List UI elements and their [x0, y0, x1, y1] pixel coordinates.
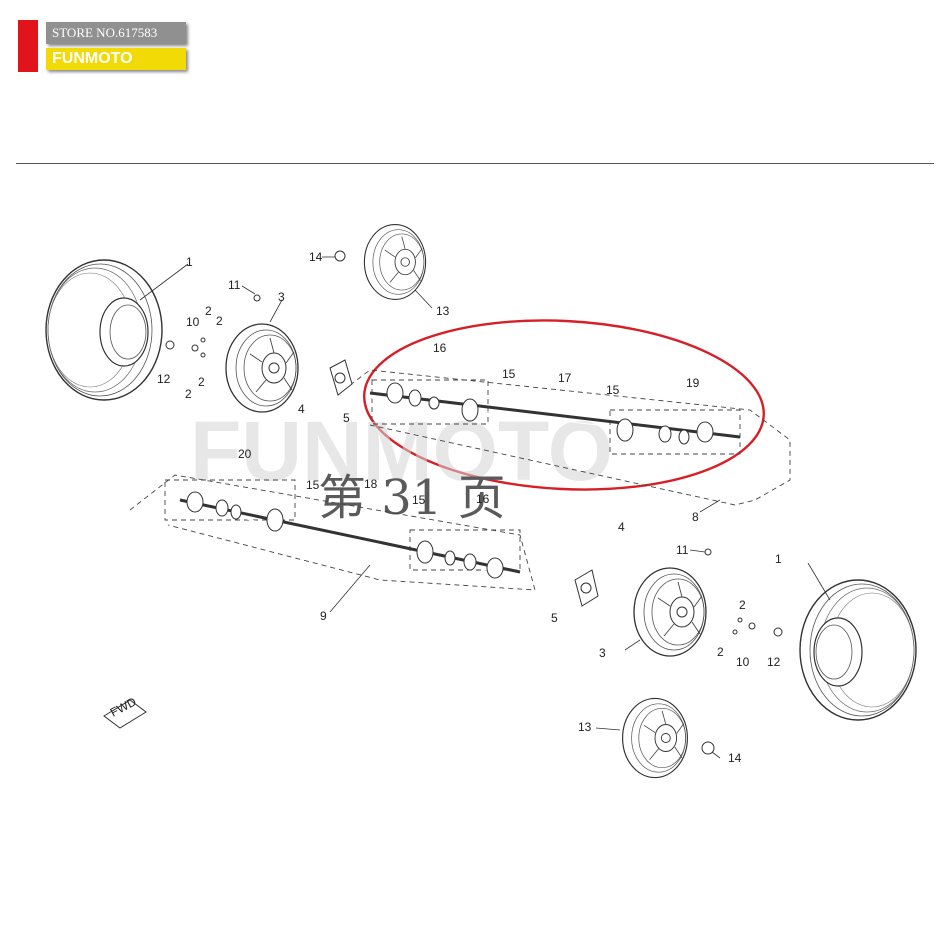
callout-1-right: 1	[775, 552, 782, 566]
callout-20: 20	[238, 447, 252, 461]
watermark: FUNMOTO 第 31 页	[190, 404, 613, 526]
leader-lines	[139, 256, 831, 759]
callout-13-top: 13	[436, 304, 450, 318]
store-badge: STORE NO.617583 FUNMOTO	[18, 20, 186, 76]
callout-2-e: 2	[739, 598, 746, 612]
spare-rim-bottom	[622, 697, 688, 779]
callout-13-bottom: 13	[578, 720, 592, 734]
callout-2-d: 2	[185, 387, 192, 401]
callout-4-left: 4	[298, 402, 305, 416]
callout-17: 17	[558, 371, 572, 385]
rim-left	[225, 323, 299, 413]
callouts: 1 1 2 2 2 2 2 2 3 3 4 4 5 5 8 9 10 10 11…	[157, 250, 782, 765]
callout-16-bottom: 16	[476, 492, 490, 506]
callout-2-c: 2	[198, 375, 205, 389]
rear-drive-shaft	[369, 382, 741, 445]
callout-12-right: 12	[767, 655, 781, 669]
watermark-brand: FUNMOTO	[190, 404, 613, 498]
store-brand-label: FUNMOTO	[46, 48, 186, 70]
callout-1-left: 1	[186, 255, 193, 269]
callout-2-b: 2	[216, 314, 223, 328]
front-drive-shaft	[179, 491, 521, 579]
callout-18: 18	[364, 477, 378, 491]
callout-4-right: 4	[618, 520, 625, 534]
highlight-ellipse	[363, 319, 765, 491]
callout-5-left: 5	[343, 411, 350, 425]
callout-9: 9	[320, 609, 327, 623]
callout-15-b: 15	[606, 383, 620, 397]
callout-5-right: 5	[551, 611, 558, 625]
callout-15-d: 15	[412, 493, 426, 507]
badge-red-bar	[18, 20, 38, 72]
callout-10-left: 10	[186, 315, 200, 329]
callout-8: 8	[692, 510, 699, 524]
rear-axle-group	[349, 369, 791, 506]
small-parts	[165, 250, 783, 755]
store-number-label: STORE NO.617583	[46, 22, 186, 44]
spare-rim-top	[363, 224, 427, 300]
tire-right	[799, 579, 917, 721]
callout-11-left: 11	[228, 278, 241, 292]
callout-2-f: 2	[717, 645, 724, 659]
tire-left	[45, 259, 163, 401]
callout-10-right: 10	[736, 655, 750, 669]
callout-3-right: 3	[599, 646, 606, 660]
header-divider	[16, 163, 934, 164]
hub-right	[574, 569, 599, 607]
callout-16-top: 16	[433, 341, 447, 355]
rim-right	[633, 567, 707, 657]
callout-15-a: 15	[502, 367, 516, 381]
callout-3-left: 3	[278, 290, 285, 304]
callout-12-left: 12	[157, 372, 171, 386]
callout-14-bottom: 14	[728, 751, 742, 765]
hub-left	[329, 359, 353, 396]
callout-15-c: 15	[306, 478, 320, 492]
callout-19: 19	[686, 376, 700, 390]
callout-11-right: 11	[676, 543, 689, 557]
callout-2-a: 2	[205, 304, 212, 318]
fwd-arrow: FWD	[103, 694, 147, 729]
callout-14-top: 14	[309, 250, 323, 264]
watermark-page: 第 31 页	[318, 470, 506, 526]
